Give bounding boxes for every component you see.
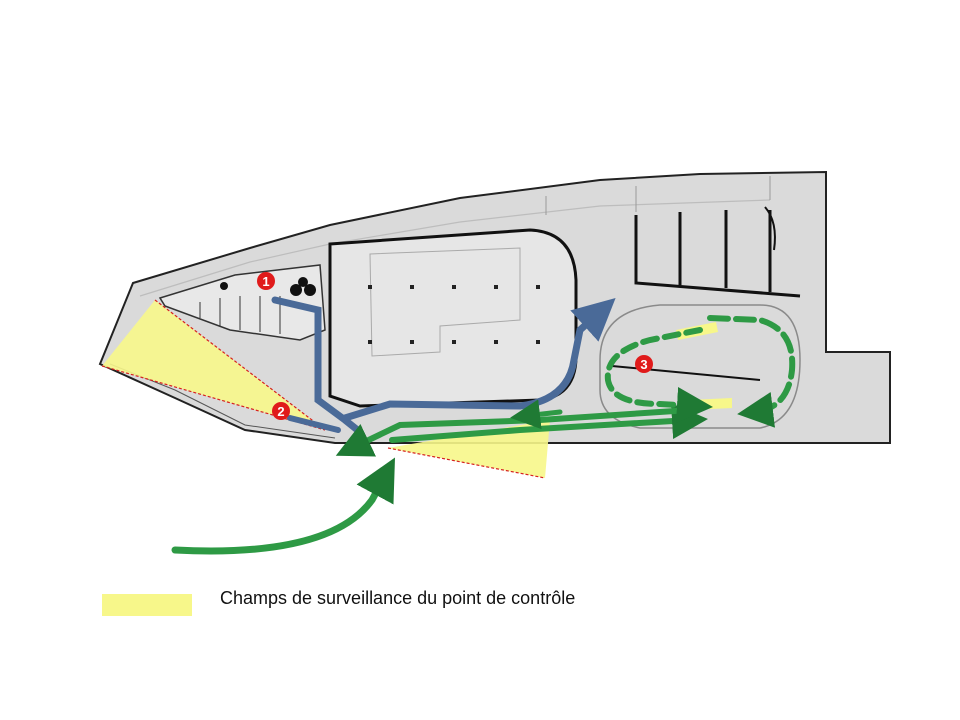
vehicle-route-entry — [389, 403, 708, 443]
vehicle-route-loop-outer — [707, 315, 796, 428]
vehicle-route-loop-inner — [604, 327, 713, 423]
left-wing-building — [158, 264, 326, 341]
parking-bays — [634, 206, 801, 298]
svg-text:1: 1 — [262, 274, 269, 289]
surveillance-field-right — [388, 420, 550, 478]
legend-swatch-surveillance — [102, 594, 192, 616]
legend-label: Champs de surveillance du point de contr… — [220, 588, 576, 608]
marker-3: 3 — [635, 355, 653, 373]
svg-text:3: 3 — [640, 357, 647, 372]
central-building — [328, 228, 578, 408]
svg-text:2: 2 — [277, 404, 284, 419]
marker-1: 1 — [257, 272, 275, 290]
marker-2: 2 — [272, 402, 290, 420]
vehicle-route-to-building — [510, 399, 563, 430]
building-columns — [368, 285, 540, 344]
surveillance-field-left — [102, 300, 325, 430]
vehicle-route-exit — [335, 407, 693, 457]
vehicle-route-approach — [171, 457, 396, 555]
vehicle-route — [171, 315, 796, 555]
